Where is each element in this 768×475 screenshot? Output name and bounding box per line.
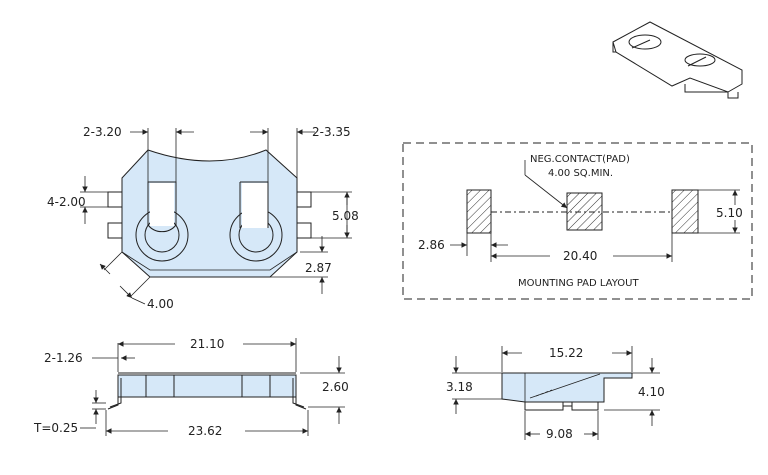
front-view: 2-1.26 21.10 2.60 T=0.25 23.62 [33, 337, 349, 438]
dim-height-offset: 2-1.26 [44, 351, 83, 365]
dim-bottom-offset: 2.87 [305, 261, 332, 275]
dim-tab-span: 5.08 [332, 209, 359, 223]
dim-left-pad: 2.86 [418, 238, 445, 252]
top-view: 2-3.20 2-3.35 4-2.00 5.08 2.87 4.00 [47, 125, 359, 311]
dim-pad-height: 5.10 [716, 206, 743, 220]
mounting-pad-layout: NEG.CONTACT(PAD) 4.00 SQ.MIN. 2.86 20.40… [402, 142, 753, 300]
pad-layout-frame [402, 142, 753, 300]
dim-width: 15.22 [549, 346, 583, 360]
right-pad [671, 189, 699, 234]
dim-left-height: 3.18 [446, 380, 473, 394]
left-pad [466, 189, 492, 234]
dim-pitch-left: 2-3.20 [83, 125, 122, 139]
dim-overall-width: 23.62 [188, 424, 222, 438]
dim-tab-width: 4-2.00 [47, 195, 86, 209]
callout-size: 4.00 SQ.MIN. [548, 168, 613, 179]
isometric-view [612, 21, 743, 99]
dim-thickness: T=0.25 [33, 421, 78, 435]
dim-height: 2.60 [322, 380, 349, 394]
callout-neg-contact: NEG.CONTACT(PAD) [530, 154, 630, 165]
dim-bottom-width: 9.08 [546, 427, 573, 441]
side-view: 15.22 3.18 4.10 9.08 [446, 346, 665, 441]
dim-inner-width: 21.10 [190, 337, 224, 351]
pad-layout-caption: MOUNTING PAD LAYOUT [518, 278, 639, 289]
dim-chamfer: 4.00 [147, 297, 174, 311]
dim-right-height: 4.10 [638, 385, 665, 399]
neg-contact-pad [566, 192, 603, 231]
dim-span: 20.40 [563, 249, 597, 263]
dim-pitch-right: 2-3.35 [312, 125, 351, 139]
